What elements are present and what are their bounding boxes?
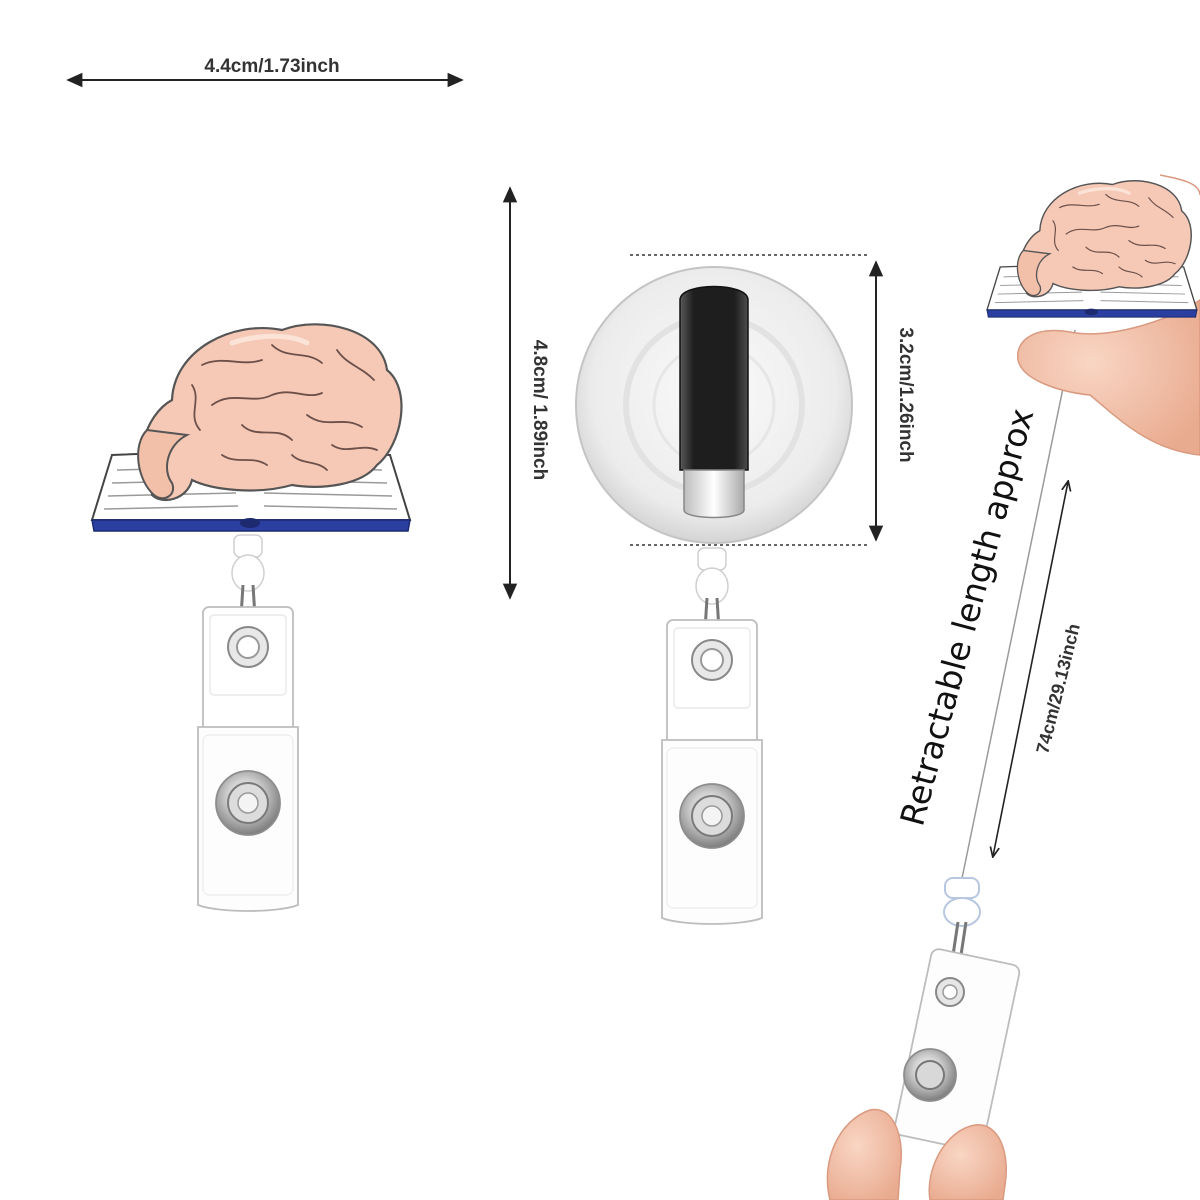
width-dimension: 4.4cm/1.73inch: [66, 56, 464, 88]
height-label: 4.8cm/ 1.89inch: [529, 340, 550, 480]
retractable-demonstration: Retractable length approx 74cm/29.13inch: [826, 174, 1200, 1200]
brain-book-badge-front: [92, 324, 410, 913]
height-dimension: 4.8cm/ 1.89inch: [502, 186, 550, 600]
badge-reel-back: [575, 254, 870, 926]
retractable-length-label: Retractable length approx: [892, 404, 1041, 829]
badge-tail-extended: [893, 877, 1021, 1152]
cord-length-label: 74cm/29.13inch: [1032, 622, 1084, 756]
reel-diameter-label: 3.2cm/1.26inch: [895, 327, 916, 462]
width-label: 4.4cm/1.73inch: [204, 56, 339, 77]
reel-diameter-dimension: 3.2cm/1.26inch: [868, 260, 916, 542]
